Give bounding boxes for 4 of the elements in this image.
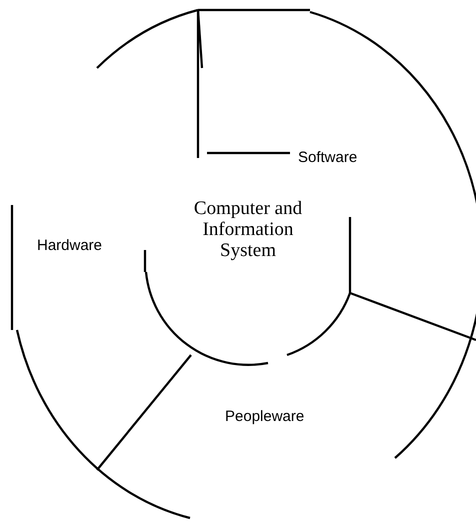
sector-label: Software [298,150,388,166]
center-circle-label: Computer and Information System [183,199,313,262]
sector-label: Hardware [37,238,127,254]
sector-label: Peopleware [225,409,335,426]
